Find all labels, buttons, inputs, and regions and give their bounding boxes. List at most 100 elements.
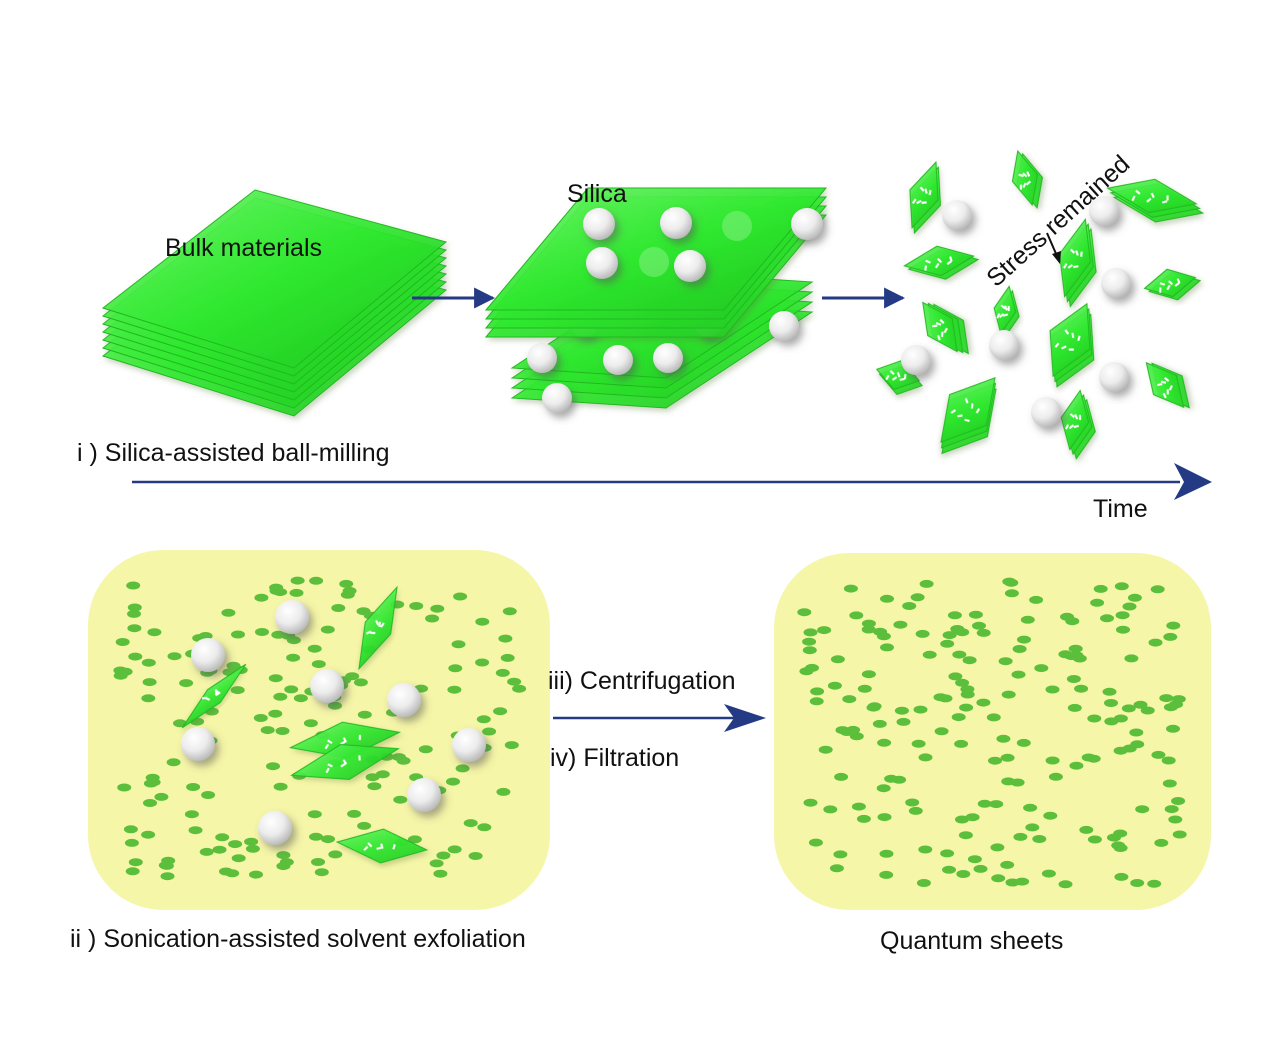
quantum-dot-icon [952, 650, 967, 659]
quantum-dot-icon [1045, 756, 1060, 765]
quantum-dot-icon [127, 624, 142, 633]
quantum-dot-icon [1020, 615, 1035, 624]
speckle [1131, 195, 1136, 202]
silica-sphere-icon [452, 728, 486, 762]
quantum-dot-icon [1164, 805, 1179, 814]
speckle [946, 260, 952, 265]
bulk-layer [101, 189, 448, 369]
speckle [1065, 424, 1069, 430]
speckle [1080, 251, 1083, 257]
quantum-dot-icon [1171, 695, 1186, 704]
silica-sphere-icon [674, 250, 706, 282]
quantum-dot-icon [1127, 593, 1142, 602]
speckle [1019, 184, 1022, 190]
speckle [1000, 304, 1006, 310]
silica-sphere-icon [791, 208, 823, 240]
speckle [1068, 424, 1074, 430]
speckle [924, 188, 928, 194]
step-i-label: i ) Silica-assisted ball-milling [77, 439, 390, 467]
quantum-dot-icon [311, 660, 326, 669]
quantum-dot-icon [407, 835, 422, 844]
quantum-dot-icon [809, 697, 824, 706]
quantum-dot-icon [328, 850, 343, 859]
quantum-dot-icon [141, 830, 156, 839]
quantum-dot-icon [320, 625, 335, 634]
speckle [916, 199, 922, 205]
speckle [342, 737, 347, 743]
quantum-dot-icon [962, 656, 977, 665]
quantum-dot-icon [1017, 635, 1031, 644]
quantum-dot-icon [226, 661, 241, 670]
quantum-dot-icon [228, 840, 243, 849]
quantum-dot-icon [977, 799, 992, 808]
silica-sphere-icon [769, 311, 799, 341]
speckle [1067, 264, 1073, 269]
speckle [912, 198, 917, 204]
quantum-dot-icon [447, 845, 462, 854]
silica-label: Silica [567, 180, 627, 208]
quantum-dot-icon [253, 714, 268, 722]
quantum-dot-icon [960, 685, 975, 694]
quantum-dot-icon [293, 694, 308, 703]
speckle [937, 258, 942, 264]
quantum-dot-icon [1068, 644, 1083, 653]
quantum-dot-icon [1104, 699, 1118, 707]
quantum-dot-icon [141, 658, 156, 667]
sheet-fragment-icon [335, 828, 429, 864]
silica-sphere-icon [989, 330, 1019, 360]
quantum-dot-icon [447, 685, 462, 694]
silica-sphere-icon [639, 247, 669, 277]
quantum-dot-icon [254, 593, 269, 602]
speckle [340, 762, 346, 768]
quantum-dot-icon [830, 655, 845, 664]
quantum-dot-icon [849, 611, 864, 620]
quantum-dot-icon [972, 621, 986, 630]
quantum-dot-icon [201, 791, 216, 799]
quantum-dot-icon [894, 706, 909, 715]
speckle [941, 331, 944, 337]
quantum-dot-icon [455, 764, 470, 773]
speckle [1168, 280, 1174, 286]
quantum-dot-icon [1011, 670, 1026, 679]
quantum-dot-icon [948, 672, 963, 681]
quantum-dot-icon [877, 813, 892, 822]
sheet-fragment-icon [909, 160, 941, 235]
sheet-fragment-icon [1049, 302, 1095, 388]
quantum-dot-icon [996, 734, 1011, 743]
quantum-dot-icon [986, 713, 1001, 722]
quantum-dot-icon [289, 588, 304, 597]
speckle [919, 186, 925, 192]
speckle [949, 256, 953, 262]
quantum-dot-icon [955, 628, 970, 637]
quantum-dot-icon [339, 579, 354, 588]
quantum-dot-icon [877, 738, 892, 747]
speckle [921, 201, 927, 204]
quantum-dot-icon [430, 604, 445, 613]
speckle [325, 767, 330, 774]
speckle [928, 189, 932, 196]
quantum-dot-icon [1034, 664, 1049, 673]
quantum-dot-icon [803, 628, 818, 637]
speckle [327, 739, 333, 744]
quantum-dot-icon [230, 686, 245, 695]
quantum-dot-icon [1029, 595, 1044, 604]
quantum-dot-icon [221, 608, 236, 617]
quantum-dot-icon [976, 628, 991, 637]
quantum-dot-icon [179, 679, 194, 688]
speckle [1174, 282, 1180, 287]
quantum-dot-icon [879, 870, 894, 879]
quantum-dot-icon [1151, 750, 1166, 759]
speckle [1022, 172, 1028, 178]
sheet-fragment-icon [903, 245, 980, 280]
quantum-dot-icon [861, 670, 876, 679]
speckle [1022, 182, 1027, 188]
quantum-dot-icon [184, 810, 199, 819]
speckle [1026, 171, 1031, 177]
silica-sphere-icon [583, 208, 615, 240]
quantum-dot-icon [143, 799, 157, 807]
fragment-layer [181, 663, 247, 729]
quantum-dot-icon [1104, 717, 1119, 726]
quantum-dot-icon [876, 784, 891, 793]
quantum-dot-icon [1087, 835, 1102, 844]
speckle [1166, 389, 1169, 395]
